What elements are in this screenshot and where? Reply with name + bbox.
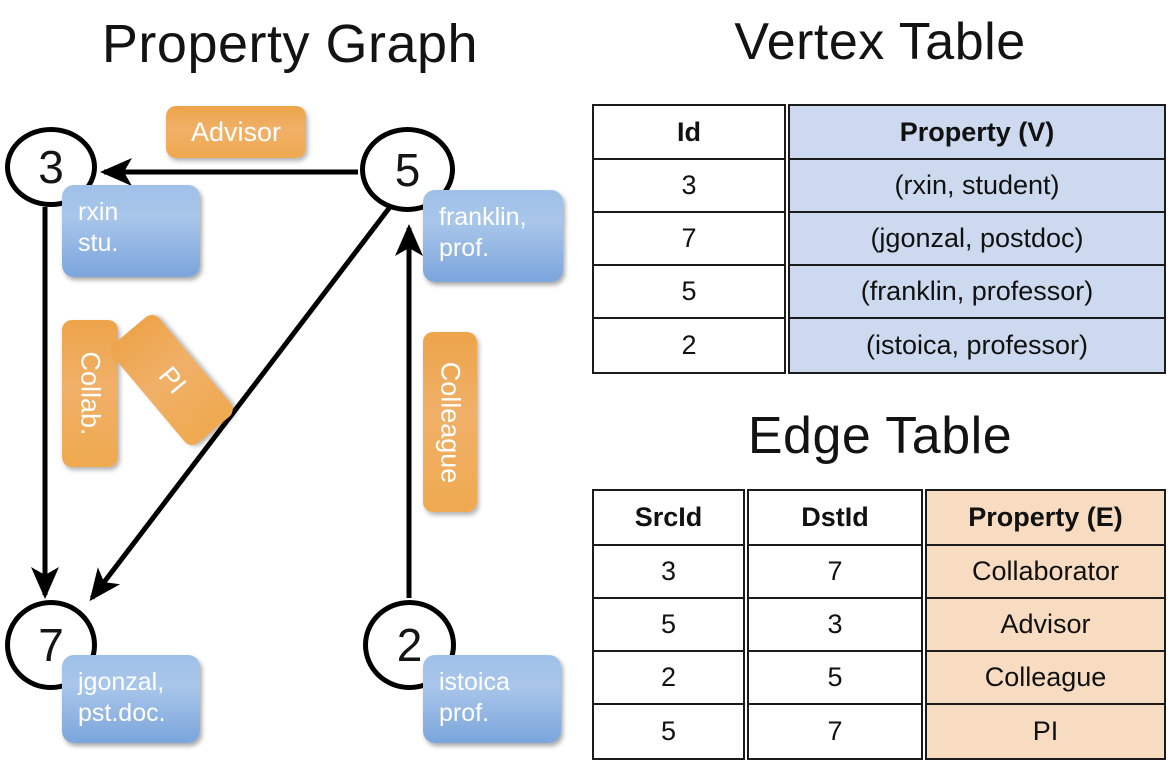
property-box-rxin-line2: stu. [78,229,119,257]
edge-table-header-dstid: DstId [749,491,921,546]
edge-table-column-dstid: DstId 7 3 5 7 [747,489,923,760]
edge-5-to-7 [89,205,392,602]
table-row: 7 [594,213,784,266]
table-row: 3 [749,599,921,652]
table-row: (franklin, professor) [790,266,1164,319]
vertex-node-2-id: 2 [396,619,423,671]
vertex-node-7-id: 7 [38,619,64,671]
vertex-table-column-property: Property (V) (rxin, student) (jgonzal, p… [788,104,1166,374]
table-row: Colleague [927,652,1164,705]
table-row: (jgonzal, postdoc) [790,213,1164,266]
edge-label-pi-text: PI [152,360,193,400]
table-row: 7 [749,546,921,599]
table-row: (rxin, student) [790,160,1164,213]
property-box-jgonzal-line2: pst.doc. [78,699,166,727]
edge-label-colleague: Colleague [423,332,477,512]
edge-table: SrcId 3 5 2 5 DstId 7 3 5 7 Property (E)… [592,489,1166,760]
page-title-edge-table: Edge Table [747,407,1013,465]
property-box-rxin-line1: rxin [78,198,119,226]
page-title-property-graph: Property Graph [101,14,479,74]
edge-table-header-srcid: SrcId [594,491,743,546]
table-row: 5 [594,599,743,652]
edge-table-header-property: Property (E) [927,491,1164,546]
property-box-franklin: franklin, prof. [423,190,563,282]
edge-label-collab-text: Collab. [75,351,106,436]
table-row: Collaborator [927,546,1164,599]
table-row: 7 [827,716,843,746]
table-row: 5 [594,266,784,319]
property-box-jgonzal-line1: jgonzal, [78,668,165,696]
vertex-table-header-property: Property (V) [790,106,1164,160]
table-row: 2 [681,330,697,360]
table-row: Advisor [927,599,1164,652]
property-box-franklin-line2: prof. [439,234,490,262]
table-row: 3 [594,160,784,213]
property-box-franklin-line1: franklin, [439,203,527,231]
vertex-node-3-id: 3 [38,141,64,193]
property-box-istoica: istoica prof. [423,655,561,743]
table-row: 3 [594,546,743,599]
property-box-rxin: rxin stu. [62,185,200,277]
edge-label-colleague-text: Colleague [435,361,466,483]
property-box-istoica-line2: prof. [439,699,490,727]
table-row: PI [927,705,1164,758]
edge-label-advisor: Advisor [166,106,306,158]
property-box-istoica-line1: istoica [439,668,510,696]
table-row: (istoica, professor) [790,319,1164,372]
vertex-node-2: 2 [363,600,456,690]
vertex-table-header-id: Id [594,106,784,160]
property-graph-panel: Property Graph Advisor Collab. PI Collea… [5,14,563,743]
edge-table-column-property: Property (E) Collaborator Advisor Collea… [925,489,1166,760]
table-row: 5 [660,716,677,746]
page-title-vertex-table: Vertex Table [734,13,1026,71]
table-row: 2 [594,652,743,705]
edge-label-advisor-text: Advisor [190,116,282,147]
property-box-jgonzal: jgonzal, pst.doc. [62,655,200,743]
edge-label-collab: Collab. [62,320,118,467]
vertex-table-column-id: Id 3 7 5 2 [592,104,786,374]
vertex-node-5: 5 [360,127,455,212]
vertex-table: Id 3 7 5 2 Property (V) (rxin, student) … [592,104,1166,374]
table-row: 5 [749,652,921,705]
graph-edges-layer [31,158,423,602]
vertex-node-5-id: 5 [394,143,421,196]
edge-table-column-srcid: SrcId 3 5 2 5 [592,489,745,760]
